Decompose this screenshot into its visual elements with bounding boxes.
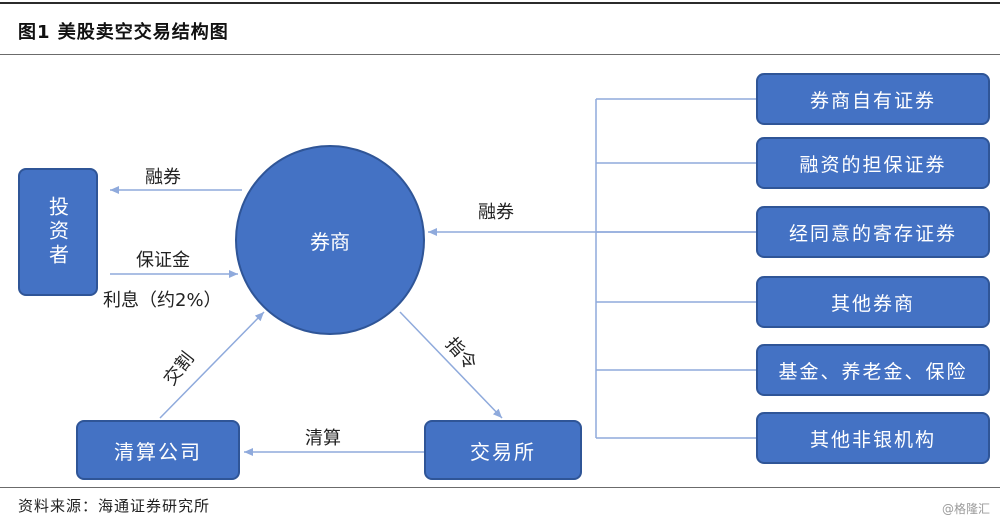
source-note: 资料来源：海通证券研究所	[18, 497, 211, 515]
broker-node: 券商	[235, 145, 425, 335]
label-lend-to-broker: 融券	[478, 202, 514, 223]
source-margin-collateral: 融资的担保证券	[756, 137, 990, 189]
source-other-brokers: 其他券商	[756, 276, 990, 328]
top-rule	[0, 2, 1000, 4]
figure-title: 图1 美股卖空交易结构图	[18, 22, 229, 43]
investor-node: 投资者	[18, 168, 98, 296]
exchange-node: 交易所	[424, 420, 582, 480]
watermark: @格隆汇	[941, 502, 990, 516]
title-rule	[0, 54, 1000, 55]
label-lend-to-investor: 融券	[145, 167, 181, 188]
clearing-house-node: 清算公司	[76, 420, 240, 480]
source-broker-own-securities: 券商自有证券	[756, 73, 990, 125]
arrow-broker-to-exchange	[399, 311, 503, 419]
label-clearing: 清算	[305, 428, 341, 449]
arrow-clearing-to-broker	[159, 311, 265, 419]
bottom-rule	[0, 487, 1000, 488]
label-interest: 利息（约2%）	[103, 290, 222, 311]
source-consented-deposits: 经同意的寄存证券	[756, 206, 990, 258]
source-funds-pension-insurance: 基金、养老金、保险	[756, 344, 990, 396]
source-other-nonbank: 其他非银机构	[756, 412, 990, 464]
label-margin: 保证金	[136, 250, 190, 271]
